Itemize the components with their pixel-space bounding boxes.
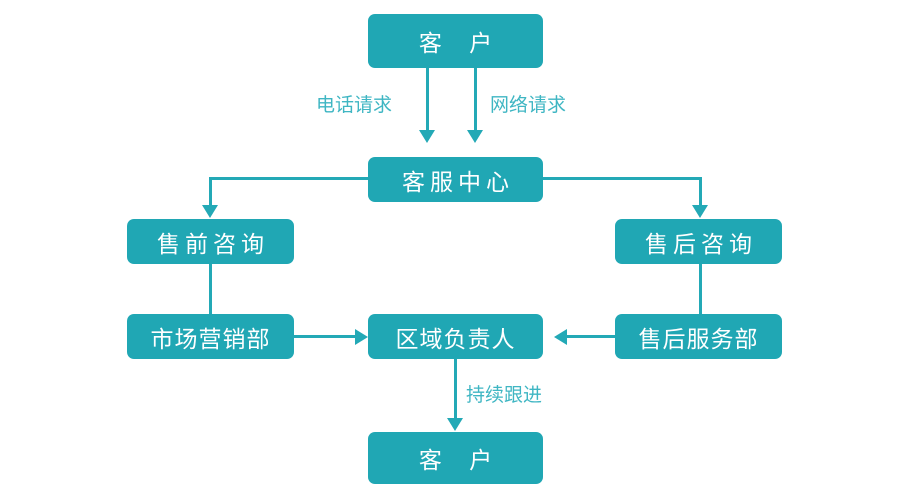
edge-customer-to-service-network (474, 68, 477, 133)
node-presale-consult[interactable]: 售前咨询 (127, 219, 294, 264)
arrowhead-down-aftersale (692, 205, 708, 218)
arrowhead-right-regional (355, 329, 368, 345)
edge-label-phone-request: 电话请求 (316, 94, 393, 116)
edge-drop-to-presale (209, 177, 212, 208)
node-regional-manager[interactable]: 区域负责人 (368, 314, 543, 359)
node-customer-top[interactable]: 客 户 (368, 14, 543, 68)
arrowhead-down-network (467, 130, 483, 143)
arrowhead-down-presale (202, 205, 218, 218)
node-marketing-dept[interactable]: 市场营销部 (127, 314, 294, 359)
arrowhead-down-phone (419, 130, 435, 143)
edge-customer-to-service-phone (426, 68, 429, 133)
edge-aftersale-to-service-dept (699, 264, 702, 316)
edge-presale-to-marketing (209, 264, 212, 316)
node-service-center[interactable]: 客服中心 (368, 157, 543, 202)
edge-marketing-to-regional (294, 335, 357, 338)
edge-label-network-request: 网络请求 (490, 94, 567, 116)
node-customer-bottom[interactable]: 客 户 (368, 432, 543, 484)
edge-service-center-left-arm (209, 177, 370, 180)
edge-drop-to-aftersale (699, 177, 702, 208)
arrowhead-left-regional (554, 329, 567, 345)
arrowhead-down-customer-bottom (447, 418, 463, 431)
edge-service-dept-to-regional (567, 335, 615, 338)
node-aftersale-service-dept[interactable]: 售后服务部 (615, 314, 782, 359)
edge-regional-to-customer (454, 359, 457, 421)
edge-label-continuous-followup: 持续跟进 (466, 384, 543, 406)
node-aftersale-consult[interactable]: 售后咨询 (615, 219, 782, 264)
edge-service-center-right-arm (541, 177, 702, 180)
